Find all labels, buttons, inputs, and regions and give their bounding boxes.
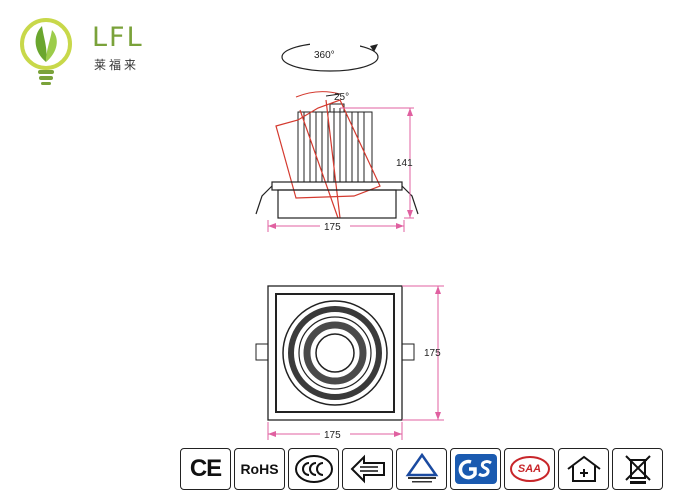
top-width-label: 175 — [324, 430, 341, 441]
frame-square — [255, 285, 415, 421]
rohs-mark: RoHS — [234, 448, 285, 490]
frame — [255, 181, 419, 219]
rohs-mark-text: RoHS — [240, 461, 279, 477]
tilt-arc — [295, 91, 341, 98]
saa-mark-text: SAA — [517, 463, 542, 475]
heatsink — [297, 103, 373, 183]
rotation-arrow-icon — [281, 42, 379, 72]
lamp-head-circles — [282, 300, 388, 406]
certification-bar: CE RoHS — [180, 448, 663, 492]
height-label: 141 — [396, 158, 413, 169]
height-dimension — [340, 107, 414, 219]
rotation-label: 360° — [314, 50, 335, 61]
brand-logo — [14, 12, 154, 92]
brand-name: LFL — [92, 22, 144, 53]
top-height-dimension — [402, 285, 444, 421]
top-height-label: 175 — [424, 348, 441, 359]
emc-mark-icon — [342, 448, 393, 490]
ce-mark: CE — [180, 448, 231, 490]
brand-name-cn: 莱福来 — [94, 58, 140, 72]
gs-mark-icon — [450, 448, 501, 490]
width-label: 175 — [324, 222, 341, 233]
ce-mark-text: CE — [189, 455, 222, 482]
side-view: 360° 25° — [255, 42, 419, 233]
tuv-mark-icon — [396, 448, 447, 490]
weee-bin-mark-icon — [612, 448, 663, 490]
indoor-use-mark-icon — [558, 448, 609, 490]
ccc-mark-icon — [288, 448, 339, 490]
saa-mark: SAA — [504, 448, 555, 490]
width-dimension — [267, 220, 405, 232]
top-view: 175 175 — [255, 285, 444, 441]
bulb-leaf-icon — [20, 18, 72, 85]
saa-ring-icon — [509, 456, 550, 482]
tilt-angle-label: 25° — [334, 92, 349, 103]
tilted-position-outline — [275, 99, 381, 219]
